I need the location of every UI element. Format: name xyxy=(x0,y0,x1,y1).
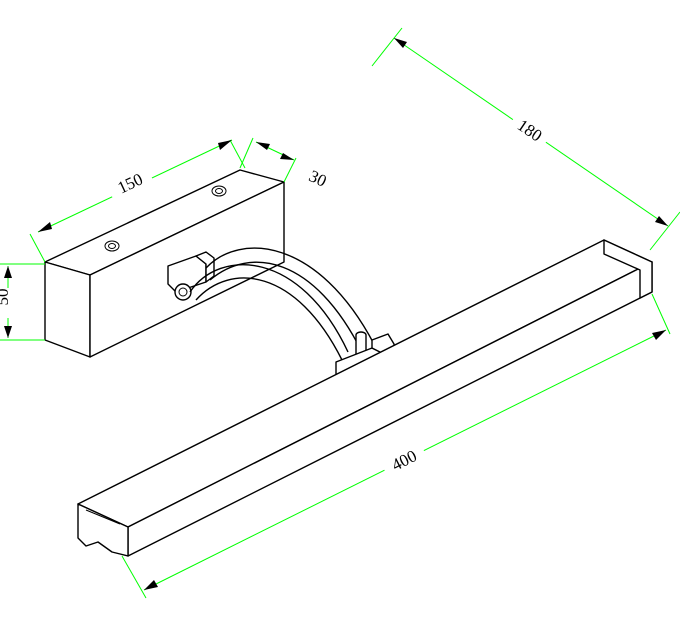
dimension-height: 50 xyxy=(0,263,45,341)
dimension-depth: 30 xyxy=(239,137,330,191)
wall-mount-box xyxy=(44,169,285,358)
lamp-bar-front-face xyxy=(127,261,653,557)
dimension-height-label: 50 xyxy=(0,289,12,306)
dimension-depth-label: 30 xyxy=(306,166,329,190)
mount-screw-hole-2 xyxy=(211,185,227,197)
mount-front-face xyxy=(44,261,91,358)
dimension-reach: 180 xyxy=(371,27,680,251)
mount-screw-hole-1 xyxy=(104,240,120,252)
curved-arm xyxy=(189,247,375,361)
lamp-bar-end-cap-right xyxy=(603,239,653,299)
lamp-bar xyxy=(77,239,653,557)
lamp-bar-end-cap-left xyxy=(77,503,129,557)
